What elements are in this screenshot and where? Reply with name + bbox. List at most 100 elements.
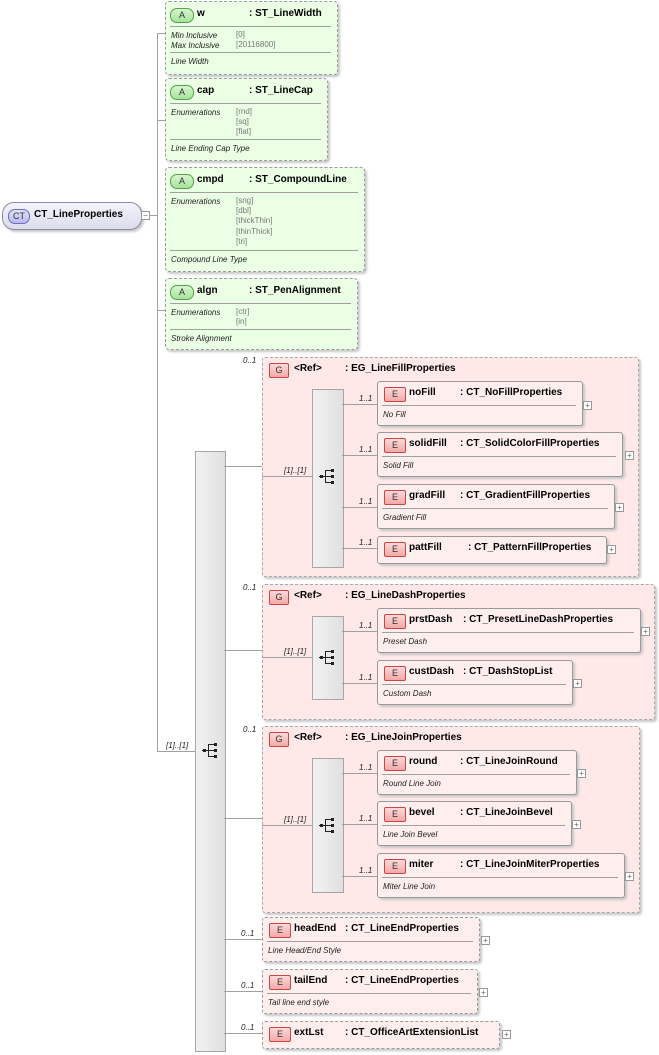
attribute-cap[interactable]: A cap : ST_LineCap Enumerations [rnd] [s… — [165, 78, 328, 161]
divider — [382, 632, 634, 633]
facet-value: [ctr] — [236, 307, 250, 316]
expand-icon[interactable]: + — [625, 451, 634, 460]
element-badge: E — [384, 490, 406, 505]
cardinality-label: 1..1 — [359, 763, 373, 772]
divider — [382, 825, 565, 826]
element-solid-fill[interactable]: E solidFill : CT_SolidColorFillPropertie… — [377, 432, 623, 477]
facet-label: Enumerations — [171, 308, 221, 317]
divider — [267, 941, 473, 942]
attribute-cmpd[interactable]: A cmpd : ST_CompoundLine Enumerations [s… — [165, 167, 365, 272]
element-badge: E — [384, 859, 406, 874]
sequence-compositor[interactable] — [312, 758, 344, 893]
expand-icon[interactable]: + — [641, 627, 650, 636]
cardinality-label: 1..1 — [359, 814, 373, 823]
expand-icon[interactable]: + — [577, 769, 586, 778]
element-tail-end[interactable]: E tailEnd : CT_LineEndProperties Tail li… — [262, 969, 478, 1014]
element-ext-lst[interactable]: E extLst : CT_OfficeArtExtensionList — [262, 1021, 500, 1049]
element-type: : CT_GradientFillProperties — [460, 490, 591, 501]
sequence-compositor[interactable] — [195, 451, 226, 1052]
attribute-badge: A — [170, 174, 194, 189]
cardinality-label: 1..1 — [359, 445, 373, 454]
element-name: pattFill — [409, 542, 442, 553]
attribute-name: cmpd — [197, 174, 224, 185]
connector — [157, 33, 165, 34]
connector — [157, 751, 195, 752]
connector — [157, 120, 165, 121]
facet-label: Enumerations — [171, 108, 221, 117]
attribute-name: w — [197, 8, 205, 19]
group-badge: G — [269, 732, 289, 747]
facet-value: [sq] — [236, 117, 249, 126]
divider — [170, 303, 351, 304]
facet-value: [in] — [236, 317, 247, 326]
expand-icon[interactable]: + — [479, 988, 488, 997]
connector — [342, 824, 377, 825]
expand-icon[interactable]: + — [481, 936, 490, 945]
sequence-compositor[interactable] — [312, 616, 344, 700]
connector — [262, 476, 312, 477]
connector — [262, 825, 312, 826]
connector — [224, 939, 262, 940]
divider — [170, 26, 331, 27]
group-ref: <Ref> — [294, 732, 322, 743]
expand-icon[interactable]: + — [607, 545, 616, 554]
attribute-badge: A — [170, 285, 194, 300]
element-prst-dash[interactable]: E prstDash : CT_PresetLineDashProperties… — [377, 608, 641, 653]
element-type: : CT_PatternFillProperties — [468, 542, 592, 553]
divider — [170, 250, 358, 251]
element-round[interactable]: E round : CT_LineJoinRound Round Line Jo… — [377, 750, 577, 795]
element-type: : CT_LineJoinRound — [460, 756, 558, 767]
element-type: : CT_LineEndProperties — [345, 975, 459, 986]
element-name: tailEnd — [294, 975, 328, 986]
element-name: headEnd — [294, 923, 337, 934]
divider — [170, 329, 351, 330]
element-name: bevel — [409, 807, 435, 818]
expand-icon[interactable]: + — [572, 820, 581, 829]
root-node[interactable]: CT CT_LineProperties — [2, 202, 142, 230]
element-badge: E — [384, 438, 406, 453]
facet-value: [flat] — [236, 127, 252, 136]
expand-icon[interactable]: + — [625, 872, 634, 881]
connector — [224, 991, 262, 992]
element-badge: E — [269, 923, 291, 938]
divider — [170, 103, 321, 104]
connector — [342, 773, 377, 774]
element-grad-fill[interactable]: E gradFill : CT_GradientFillProperties G… — [377, 484, 615, 529]
cardinality-label: [1]..[1] — [284, 815, 307, 824]
attribute-type: : ST_LineCap — [249, 85, 313, 96]
element-head-end[interactable]: E headEnd : CT_LineEndProperties Line He… — [262, 917, 480, 962]
facet-value: [20116800] — [236, 40, 276, 49]
element-bevel[interactable]: E bevel : CT_LineJoinBevel Line Join Bev… — [377, 801, 572, 846]
element-patt-fill[interactable]: E pattFill : CT_PatternFillProperties — [377, 536, 607, 564]
element-no-fill[interactable]: + E noFill : CT_NoFillProperties No Fill — [377, 381, 583, 426]
element-type: : CT_OfficeArtExtensionList — [345, 1027, 479, 1038]
expand-icon[interactable]: + — [573, 679, 582, 688]
expand-icon[interactable]: + — [502, 1030, 511, 1039]
cardinality-label: 0..1 — [243, 356, 257, 365]
divider — [382, 508, 608, 509]
element-description: Preset Dash — [383, 637, 428, 646]
expand-icon[interactable]: + — [583, 401, 592, 410]
element-miter[interactable]: E miter : CT_LineJoinMiterProperties Mit… — [377, 853, 625, 898]
connector — [157, 33, 158, 751]
attribute-w[interactable]: A w : ST_LineWidth Min Inclusive [0] Max… — [165, 1, 338, 75]
element-description: Line Head/End Style — [268, 946, 341, 955]
element-description: Gradient Fill — [383, 513, 427, 522]
root-name: CT_LineProperties — [34, 209, 123, 220]
sequence-icon — [202, 742, 222, 760]
element-name: noFill — [409, 387, 436, 398]
divider — [382, 774, 570, 775]
attribute-type: : ST_CompoundLine — [249, 174, 347, 185]
sequence-compositor[interactable] — [312, 389, 344, 568]
cardinality-label: 0..1 — [243, 725, 257, 734]
expand-icon[interactable]: + — [615, 503, 624, 512]
element-name: solidFill — [409, 438, 447, 449]
divider — [382, 405, 576, 406]
divider — [382, 684, 566, 685]
facet-value: [thickThin] — [236, 216, 273, 225]
connector — [224, 650, 262, 651]
element-cust-dash[interactable]: E custDash : CT_DashStopList Custom Dash — [377, 660, 573, 705]
cardinality-label: 1..1 — [359, 673, 373, 682]
attribute-algn[interactable]: A algn : ST_PenAlignment Enumerations [c… — [165, 278, 358, 350]
element-name: custDash — [409, 666, 455, 677]
